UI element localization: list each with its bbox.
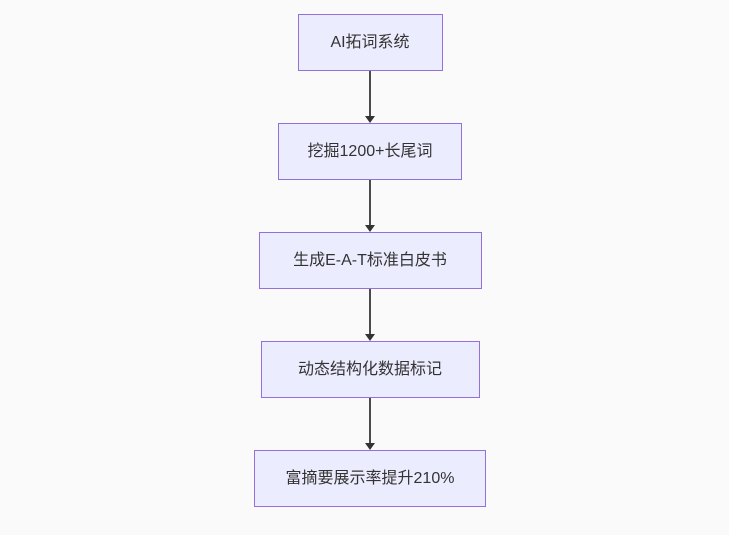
arrow-line <box>369 398 371 443</box>
arrowhead-down-icon <box>365 116 375 123</box>
flowchart-node-rich-snippet-result: 富摘要展示率提升210% <box>254 450 486 507</box>
flowchart-node-structured-data-markup: 动态结构化数据标记 <box>260 341 480 398</box>
node-label: 挖掘1200+长尾词 <box>307 142 433 160</box>
arrow-line <box>369 71 371 116</box>
arrowhead-down-icon <box>365 443 375 450</box>
arrow-line <box>369 289 371 334</box>
node-label: 动态结构化数据标记 <box>297 360 442 378</box>
arrowhead-down-icon <box>365 225 375 232</box>
node-label: AI拓词系统 <box>330 33 410 51</box>
flowchart: AI拓词系统 挖掘1200+长尾词 生成E-A-T标准白皮书 动态结构化数据标记 <box>254 14 486 507</box>
flow-arrow-1 <box>365 71 375 123</box>
flowchart-node-ai-keyword-system: AI拓词系统 <box>297 14 443 71</box>
flow-arrow-2 <box>365 180 375 232</box>
flow-arrow-3 <box>365 289 375 341</box>
flow-arrow-4 <box>365 398 375 450</box>
arrowhead-down-icon <box>365 334 375 341</box>
arrow-line <box>369 180 371 225</box>
flowchart-node-eat-whitepaper: 生成E-A-T标准白皮书 <box>258 232 482 289</box>
flowchart-node-longtail-mining: 挖掘1200+长尾词 <box>278 123 462 180</box>
node-label: 生成E-A-T标准白皮书 <box>293 251 447 269</box>
node-label: 富摘要展示率提升210% <box>285 469 455 487</box>
